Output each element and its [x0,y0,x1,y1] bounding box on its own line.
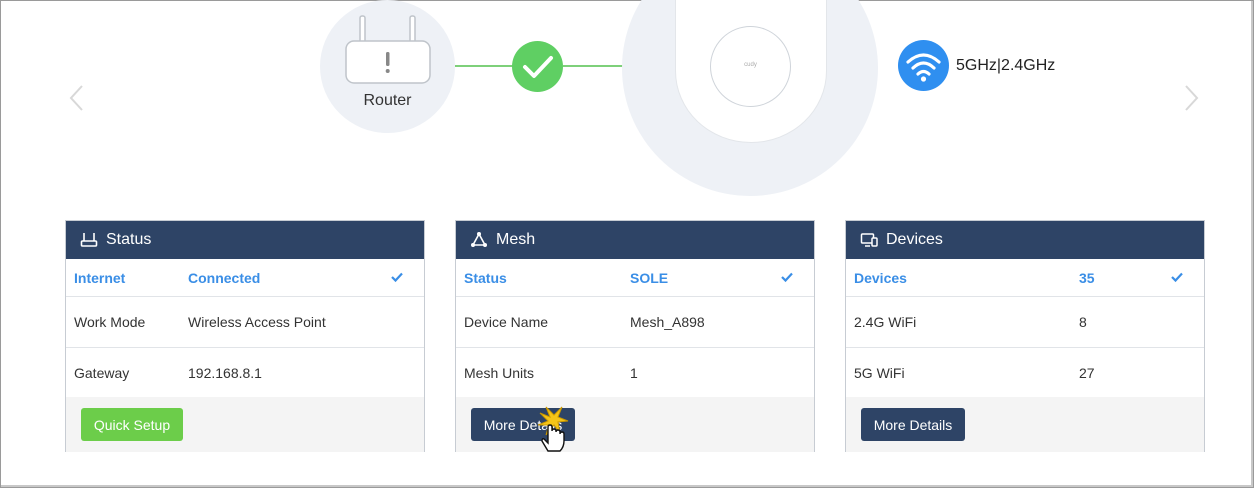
row-value: 192.168.8.1 [188,365,262,381]
mesh-card-title: Mesh [496,231,536,248]
status-card-footer: Quick Setup [66,397,424,452]
row-key: Mesh Units [464,365,535,381]
row-value: Wireless Access Point [188,314,326,330]
quick-setup-button[interactable]: Quick Setup [81,408,183,441]
router-small-icon [80,231,98,249]
checkmark-icon [523,56,553,78]
row-value: Mesh_A898 [630,314,705,330]
mesh-card-header: Mesh [456,221,814,259]
status-card: Status Internet Connected Work Mode Wire… [65,220,425,452]
check-icon [1171,272,1183,283]
devices-icon [860,231,878,249]
table-row: Status SOLE [456,259,814,297]
wifi-badge [898,40,949,91]
table-row: Gateway 192.168.8.1 [66,348,424,399]
chevron-left-icon [69,85,83,111]
devices-card-header: Devices [846,221,1204,259]
row-key: Status [464,269,507,286]
mesh-card: Mesh Status SOLE Device Name Mesh_A898 M… [455,220,815,452]
connection-check [512,41,563,92]
row-value: 1 [630,365,638,381]
link-line-right [563,65,623,67]
status-card-title: Status [106,231,152,248]
link-line-left [455,65,513,67]
router-node[interactable]: Router [320,0,455,133]
access-point-device[interactable]: cudy [710,26,791,107]
row-value: Connected [188,269,261,286]
next-arrow[interactable] [1181,84,1201,112]
check-icon [781,272,793,283]
row-value: 27 [1079,365,1095,381]
router-label: Router [363,92,412,109]
row-value: 8 [1079,314,1087,330]
devices-more-details-button[interactable]: More Details [861,408,965,441]
devices-card-footer: More Details [846,397,1204,452]
row-key: Gateway [74,365,130,381]
row-key: 2.4G WiFi [854,314,917,330]
table-row: Mesh Units 1 [456,348,814,399]
table-row: Internet Connected [66,259,424,297]
status-card-header: Status [66,221,424,259]
check-icon [391,272,403,283]
row-key: Device Name [464,314,549,330]
devices-card-title: Devices [886,231,943,248]
hand-cursor-icon [537,406,569,452]
row-key: Work Mode [74,314,146,330]
table-row: Devices 35 [846,259,1204,297]
row-value: 35 [1079,269,1095,286]
table-row: Device Name Mesh_A898 [456,297,814,348]
router-icon [345,15,431,84]
row-key: 5G WiFi [854,365,905,381]
table-row: Work Mode Wireless Access Point [66,297,424,348]
previous-arrow[interactable] [67,84,87,112]
row-key: Devices [854,269,907,286]
table-row: 5G WiFi 27 [846,348,1204,399]
wifi-icon [906,53,941,82]
row-value: SOLE [630,269,669,286]
row-key: Internet [74,269,126,286]
table-row: 2.4G WiFi 8 [846,297,1204,348]
mesh-card-footer: More Details [456,397,814,452]
chevron-right-icon [1185,85,1199,111]
devices-card: Devices Devices 35 2.4G WiFi 8 5G WiFi 2… [845,220,1205,452]
ap-logo: cudy [744,62,757,68]
band-label: 5GHz|2.4GHz [956,57,1056,74]
mesh-icon [470,231,488,249]
